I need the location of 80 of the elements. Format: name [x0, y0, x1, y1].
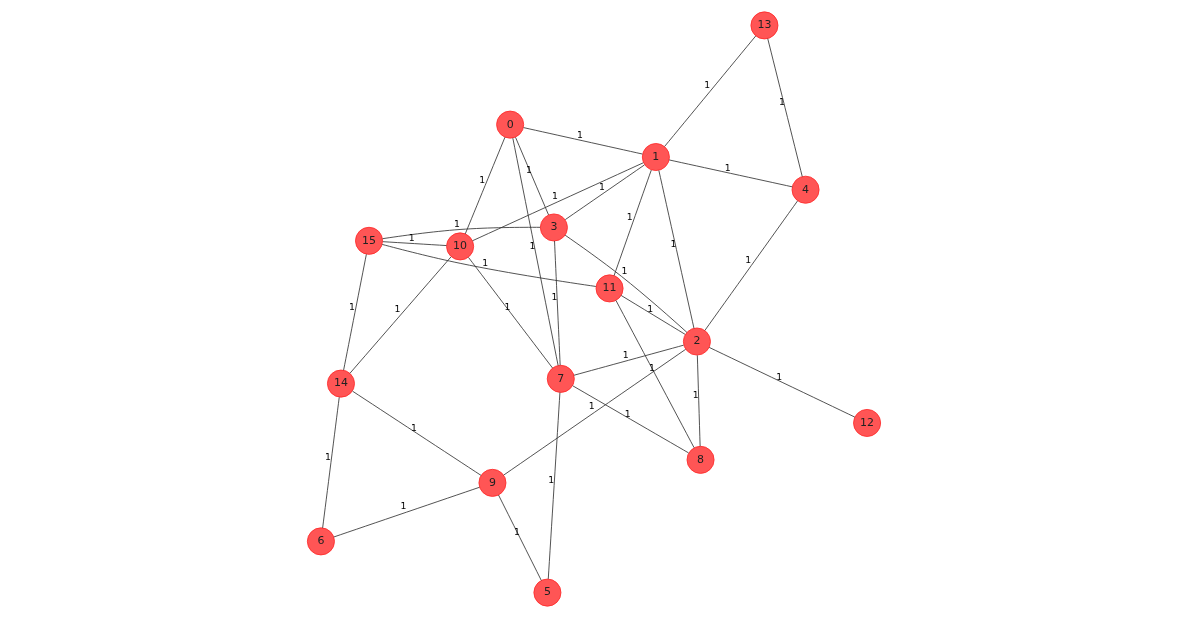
connector [503, 348, 687, 476]
edge-label: 1 [588, 400, 595, 412]
edge-label: 1 [454, 217, 460, 229]
connector [352, 390, 482, 476]
connector [498, 494, 542, 581]
node-circle: 3 [539, 213, 568, 242]
connector [615, 300, 695, 449]
edge-label: 1 [745, 253, 752, 265]
edge-label: 1 [649, 362, 656, 374]
edge-label: 1 [551, 291, 558, 303]
connector [668, 159, 793, 188]
edge-label: 1 [548, 473, 555, 485]
node-circle: 6 [306, 527, 335, 556]
edge-label: 1 [779, 95, 786, 107]
node-circle: 11 [595, 274, 624, 303]
edge-label: 1 [626, 211, 633, 223]
edge-label: 1 [647, 303, 654, 315]
connector [573, 344, 685, 376]
connector [547, 392, 561, 580]
node-circle: 2 [682, 327, 711, 356]
connector [468, 256, 553, 369]
edge-label: 1 [513, 525, 520, 537]
edge-label: 1 [349, 300, 355, 312]
node-circle: 8 [686, 445, 715, 474]
connector [572, 385, 690, 454]
node-circle: 13 [750, 11, 779, 40]
edge-label: 1 [624, 407, 631, 419]
connector [564, 164, 645, 221]
node-circle: 9 [478, 468, 507, 497]
edge-label: 1 [551, 190, 558, 202]
edge-label: 1 [479, 173, 486, 185]
connector [382, 241, 447, 246]
connector [564, 234, 688, 333]
connector [343, 253, 367, 371]
edge-label: 1 [622, 348, 629, 360]
node-circle: 12 [853, 409, 882, 437]
edge-label: 1 [410, 421, 417, 433]
edge-label: 1 [408, 231, 415, 243]
edge-label: 1 [621, 264, 628, 276]
edge-label: 1 [394, 303, 401, 315]
node-circle: 15 [355, 226, 383, 255]
node-circle: 0 [496, 110, 525, 139]
connector [464, 136, 506, 235]
edge-label: 1 [776, 370, 783, 382]
node-circle: 1 [641, 143, 670, 171]
edge-label: 1 [529, 240, 536, 252]
connector [767, 38, 803, 177]
edge-label: 1 [724, 161, 731, 173]
edge-label: 1 [599, 180, 605, 192]
connector [512, 137, 559, 366]
edge-label: 1 [577, 129, 583, 141]
edge-label: 1 [670, 237, 677, 249]
edge-label: 1 [400, 500, 407, 512]
edge-label: 1 [325, 450, 331, 462]
connector [664, 35, 757, 147]
connector [613, 169, 652, 276]
connector [554, 240, 561, 366]
node-circle: 14 [327, 369, 355, 398]
node-circle: 5 [533, 578, 562, 607]
connector [333, 486, 480, 538]
connector [523, 127, 643, 155]
connector [515, 136, 549, 216]
edge-label: 1 [692, 389, 699, 401]
edge-label: 1 [526, 164, 533, 176]
connector [381, 244, 597, 287]
node-circle: 7 [546, 364, 575, 393]
node-circle: 4 [791, 175, 820, 204]
connector [704, 200, 798, 331]
connector [658, 170, 695, 329]
edge-label: 1 [704, 79, 711, 91]
connector [382, 226, 541, 240]
connector [696, 354, 701, 447]
connector [472, 162, 644, 242]
connector [620, 295, 686, 335]
connector [322, 396, 340, 529]
edge-label: 1 [504, 301, 511, 313]
edge-label: 1 [482, 257, 489, 269]
connector [349, 256, 452, 374]
connector [708, 347, 856, 418]
node-circle: 10 [446, 232, 475, 261]
